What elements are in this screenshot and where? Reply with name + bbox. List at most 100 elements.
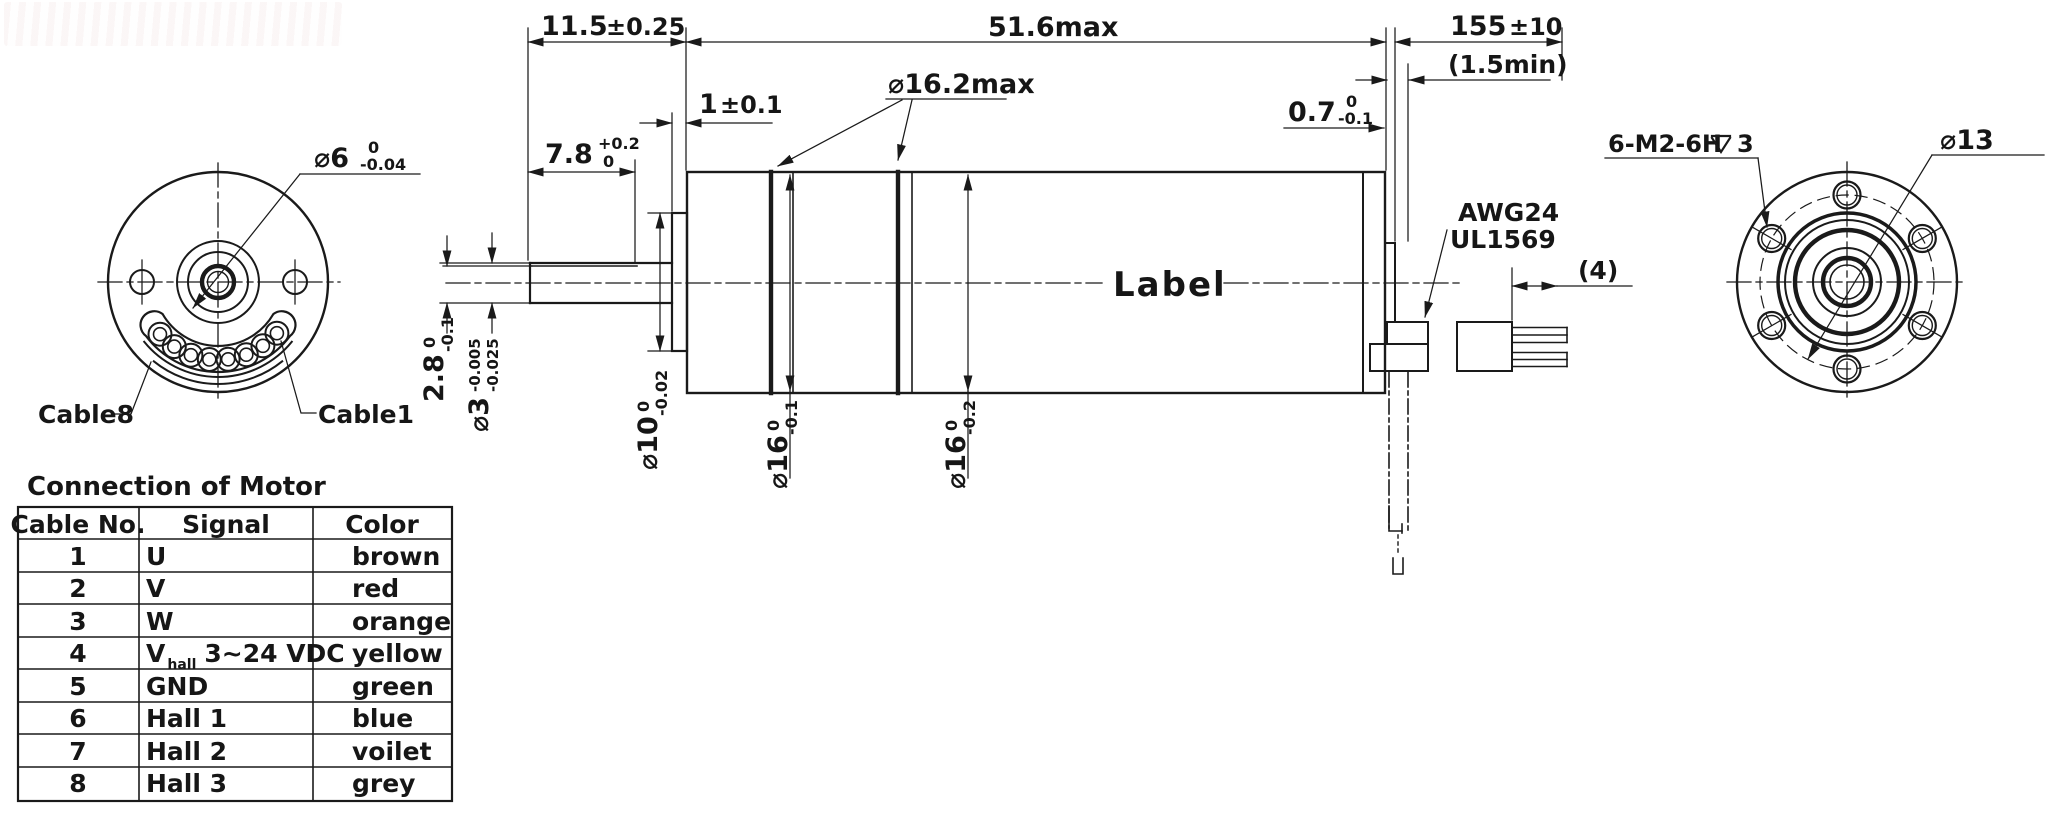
stripped-wires (1511, 326, 1568, 368)
table-row: 3 W orange (69, 607, 451, 636)
svg-text:-0.1: -0.1 (782, 400, 801, 435)
shaft-boss (670, 211, 689, 353)
dim-flat-length: 7.8 +0.2 0 (527, 134, 640, 177)
watermark-stamp (4, 2, 342, 46)
side-view: Label 11.5 ±0.25 51.6max (419, 11, 1633, 575)
dim-gear-od: ⌀16.2max (777, 69, 1035, 167)
dim-hub-tol-bot: -0.04 (360, 155, 406, 174)
dim-hub-tol-top: 0 (368, 138, 379, 157)
cable-channel (139, 310, 297, 374)
thread-depth-icon (1710, 134, 1732, 155)
svg-text:11.5: 11.5 (541, 11, 608, 42)
thread-callout: 6-M2-6H 3 (1604, 130, 1770, 228)
svg-text:V: V (146, 574, 166, 603)
svg-text:(1.5min): (1.5min) (1448, 50, 1568, 79)
svg-text:-0.1: -0.1 (438, 317, 457, 352)
svg-text:red: red (352, 574, 399, 603)
col-header-signal: Signal (182, 510, 270, 539)
svg-text:5: 5 (69, 672, 86, 701)
table-row: 1 U brown (69, 542, 440, 571)
svg-text:voilet: voilet (352, 737, 432, 766)
svg-text:0: 0 (764, 420, 783, 431)
svg-text:-0.2: -0.2 (960, 400, 979, 435)
svg-text:⌀16.2max: ⌀16.2max (888, 69, 1035, 100)
svg-text:⌀13: ⌀13 (1940, 125, 1994, 156)
svg-text:-0.02: -0.02 (652, 370, 671, 416)
dim-rear-step: 0.7 0 -0.1 (1283, 92, 1385, 133)
dim-front-od: ⌀16 0 -0.1 (763, 174, 801, 489)
svg-text:0: 0 (1346, 92, 1357, 111)
svg-text:green: green (352, 672, 434, 701)
cable1-label: Cable1 (318, 400, 414, 429)
dim-body-od: ⌀16 0 -0.2 (941, 174, 979, 489)
cable8-label: Cable8 (38, 400, 134, 429)
svg-text:Hall 3: Hall 3 (146, 769, 227, 798)
svg-text:0: 0 (420, 337, 439, 348)
table-row: 6 Hall 1 blue (69, 704, 413, 733)
table-row: 5 GND green (69, 672, 434, 701)
rear-view: ⌀6 0 -0.04 Cable8 Cable1 (38, 138, 421, 429)
dim-shaft-length: 11.5 ±0.25 (527, 11, 687, 47)
svg-text:2.8: 2.8 (419, 354, 450, 402)
svg-text:0.7: 0.7 (1288, 97, 1336, 128)
svg-text:8: 8 (69, 769, 86, 798)
svg-text:(4): (4) (1578, 256, 1618, 285)
svg-text:W: W (146, 607, 174, 636)
svg-text:brown: brown (352, 542, 440, 571)
dim-cable-min: (1.5min) (1355, 50, 1568, 85)
svg-text:Hall 2: Hall 2 (146, 737, 227, 766)
cable-spec-callout: AWG24 UL1569 (1424, 198, 1559, 318)
svg-text:UL1569: UL1569 (1450, 225, 1556, 254)
front-view: 6-M2-6H 3 ⌀13 (1604, 125, 2045, 403)
table-title: Connection of Motor (27, 472, 326, 502)
svg-text:-0.005: -0.005 (466, 338, 484, 392)
cable-jacket (1456, 321, 1513, 372)
svg-text:±0.1: ±0.1 (720, 91, 783, 119)
svg-text:⌀10: ⌀10 (633, 416, 664, 470)
table-row: 2 V red (69, 574, 399, 603)
svg-text:1: 1 (69, 542, 86, 571)
svg-text:7: 7 (69, 737, 86, 766)
svg-text:51.6max: 51.6max (988, 12, 1118, 43)
cable-holes (147, 320, 290, 372)
dim-cable-length: 155 ±10 (1394, 11, 1563, 47)
table-row: 8 Hall 3 grey (69, 769, 415, 798)
svg-text:3: 3 (1737, 130, 1754, 158)
svg-text:⌀3: ⌀3 (464, 397, 495, 432)
svg-text:-0.1: -0.1 (1338, 109, 1373, 128)
svg-text:7.8: 7.8 (545, 139, 593, 170)
svg-text:0: 0 (942, 420, 961, 431)
svg-text:U: U (146, 542, 166, 571)
dim-boss-width: 1 ±0.1 (639, 89, 783, 128)
col-header-color: Color (345, 510, 419, 539)
svg-text:⌀16: ⌀16 (763, 435, 794, 489)
dim-strip-length: (4) (1511, 256, 1633, 291)
extension-lines (439, 27, 1563, 352)
svg-text:Hall 1: Hall 1 (146, 704, 227, 733)
svg-text:0: 0 (634, 401, 653, 412)
svg-text:blue: blue (352, 704, 413, 733)
svg-text:2: 2 (69, 574, 86, 603)
dim-boss-diameter: ⌀10 0 -0.02 (633, 212, 671, 470)
svg-text:155: 155 (1450, 11, 1506, 42)
dim-body-length: 51.6max (685, 12, 1387, 47)
svg-text:GND: GND (146, 672, 208, 701)
svg-text:4: 4 (69, 639, 86, 668)
svg-text:yellow: yellow (352, 639, 443, 668)
dim-bolt-circle: ⌀13 (1807, 125, 2045, 360)
phantom-cable (1388, 371, 1409, 575)
svg-text:±10: ±10 (1509, 13, 1563, 41)
dim-shaft-flat: 2.8 0 -0.1 (419, 235, 457, 402)
svg-text:3: 3 (69, 607, 86, 636)
svg-text:grey: grey (352, 769, 415, 798)
motor-shaft (528, 261, 674, 305)
svg-text:+0.2: +0.2 (598, 134, 640, 153)
table-row: 7 Hall 2 voilet (69, 737, 431, 766)
dim-hub-diameter: ⌀6 0 -0.04 (192, 138, 421, 309)
body-label-text: Label (1113, 265, 1227, 305)
svg-text:orange: orange (352, 607, 451, 636)
svg-text:±0.25: ±0.25 (606, 13, 685, 41)
svg-text:AWG24: AWG24 (1458, 198, 1559, 227)
